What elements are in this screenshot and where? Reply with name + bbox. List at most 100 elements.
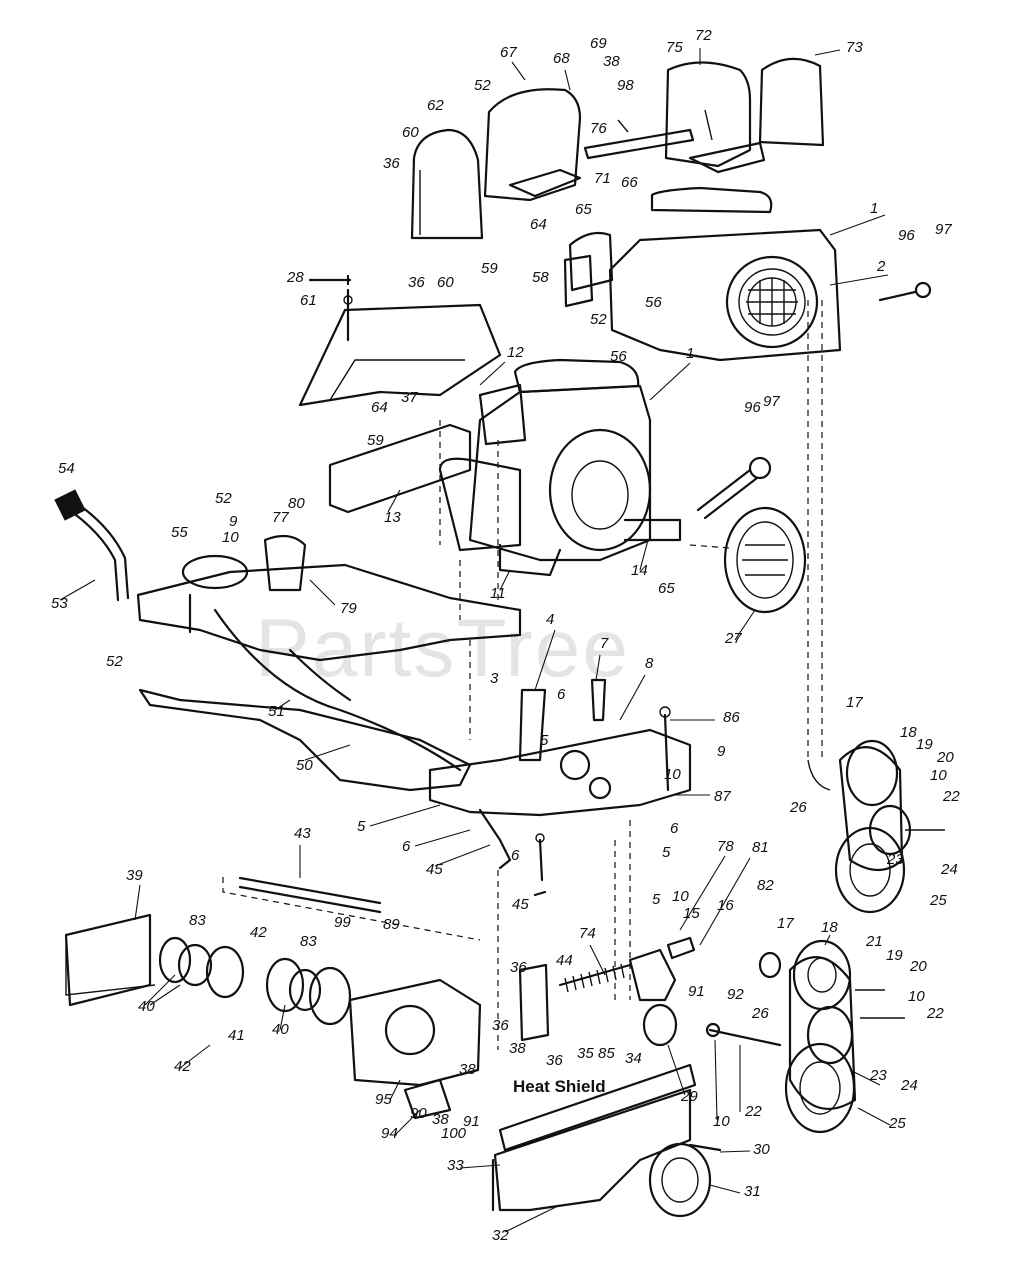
callout-30: 30 xyxy=(753,1141,770,1158)
rod-96-upper xyxy=(878,281,932,302)
callout-72: 72 xyxy=(695,27,712,44)
callout-5: 5 xyxy=(652,891,661,908)
callout-10: 10 xyxy=(930,767,947,784)
callout-98: 98 xyxy=(617,77,634,94)
heat-shield-32 xyxy=(491,1063,697,1212)
callout-15: 15 xyxy=(683,905,700,922)
callout-24: 24 xyxy=(940,861,958,878)
shaft-43 xyxy=(222,876,481,941)
callout-12: 12 xyxy=(507,344,524,361)
callout-3: 3 xyxy=(490,670,499,687)
engine-main xyxy=(438,358,682,577)
callout-91: 91 xyxy=(463,1113,480,1130)
callout-34: 34 xyxy=(625,1050,642,1067)
callout-20: 20 xyxy=(936,749,954,766)
callout-61: 61 xyxy=(300,292,317,309)
callout-2: 2 xyxy=(876,258,886,275)
shroud-73 xyxy=(758,57,825,147)
callout-5: 5 xyxy=(540,732,549,749)
callout-32: 32 xyxy=(492,1227,509,1244)
callout-96: 96 xyxy=(744,399,761,416)
callout-9: 9 xyxy=(717,743,726,760)
callout-81: 81 xyxy=(752,839,769,856)
callout-18: 18 xyxy=(821,919,838,936)
callout-13: 13 xyxy=(384,509,401,526)
callout-65: 65 xyxy=(658,580,675,597)
callout-22: 22 xyxy=(942,788,960,805)
callout-92: 92 xyxy=(727,986,744,1003)
callout-36: 36 xyxy=(492,1017,509,1034)
lever-4 xyxy=(428,678,692,870)
callout-82: 82 xyxy=(757,877,774,894)
callout-1: 1 xyxy=(870,200,878,217)
callout-52: 52 xyxy=(590,311,607,328)
callout-38: 38 xyxy=(432,1111,449,1128)
callout-17: 17 xyxy=(777,915,794,932)
callout-91: 91 xyxy=(688,983,705,1000)
bearing-31 xyxy=(648,1142,722,1218)
callout-22: 22 xyxy=(926,1005,944,1022)
callout-52: 52 xyxy=(215,490,232,507)
callout-19: 19 xyxy=(916,736,933,753)
callout-52: 52 xyxy=(474,77,491,94)
callout-38: 38 xyxy=(509,1040,526,1057)
callout-7: 7 xyxy=(600,635,609,652)
callout-60: 60 xyxy=(437,274,454,291)
pulley-27 xyxy=(689,506,807,614)
frame xyxy=(136,534,522,792)
callout-6: 6 xyxy=(402,838,411,855)
callout-71: 71 xyxy=(594,170,611,187)
callout-45: 45 xyxy=(426,861,443,878)
callout-37: 37 xyxy=(401,389,418,406)
callout-100: 100 xyxy=(441,1125,467,1142)
plate-13 xyxy=(328,423,472,514)
bracket-66 xyxy=(583,119,695,160)
callout-97: 97 xyxy=(935,221,952,238)
bearing-83-right xyxy=(265,957,352,1026)
callout-64: 64 xyxy=(371,399,388,416)
callout-10: 10 xyxy=(713,1113,730,1130)
callout-1: 1 xyxy=(686,345,694,362)
callout-23: 23 xyxy=(886,851,904,868)
callout-18: 18 xyxy=(900,724,917,741)
callout-56: 56 xyxy=(645,294,662,311)
callout-50: 50 xyxy=(296,757,313,774)
callout-36: 36 xyxy=(383,155,400,172)
leader-lines xyxy=(59,48,891,1233)
callout-38: 38 xyxy=(459,1061,476,1078)
callout-74: 74 xyxy=(579,925,596,942)
callout-44: 44 xyxy=(556,952,573,969)
callout-86: 86 xyxy=(723,709,740,726)
tensioner xyxy=(628,936,782,1047)
shroud-75 xyxy=(664,61,766,174)
spring-74 xyxy=(518,963,632,1042)
bracket-39 xyxy=(64,913,156,1007)
callout-97: 97 xyxy=(763,393,780,410)
callout-64: 64 xyxy=(530,216,547,233)
callout-26: 26 xyxy=(789,799,807,816)
callout-62: 62 xyxy=(427,97,444,114)
callout-29: 29 xyxy=(680,1088,698,1105)
callout-65: 65 xyxy=(575,201,592,218)
callout-80: 80 xyxy=(288,495,305,512)
callout-67: 67 xyxy=(500,44,517,61)
callout-25: 25 xyxy=(929,892,947,909)
plate-12 xyxy=(298,303,502,407)
callout-36: 36 xyxy=(546,1052,563,1069)
callout-10: 10 xyxy=(664,766,681,783)
callout-94: 94 xyxy=(381,1125,398,1142)
callout-5: 5 xyxy=(357,818,366,835)
callout-77: 77 xyxy=(272,509,289,526)
shroud-68 xyxy=(483,88,582,202)
callout-14: 14 xyxy=(631,562,648,579)
callout-6: 6 xyxy=(511,847,520,864)
callout-31: 31 xyxy=(744,1183,761,1200)
watermark: PartsTree xyxy=(255,603,630,694)
callout-58: 58 xyxy=(532,269,549,286)
bearing-83-left xyxy=(158,936,245,999)
callout-83: 83 xyxy=(189,912,206,929)
callout-43: 43 xyxy=(294,825,311,842)
callout-39: 39 xyxy=(126,867,143,884)
callout-16: 16 xyxy=(717,897,734,914)
